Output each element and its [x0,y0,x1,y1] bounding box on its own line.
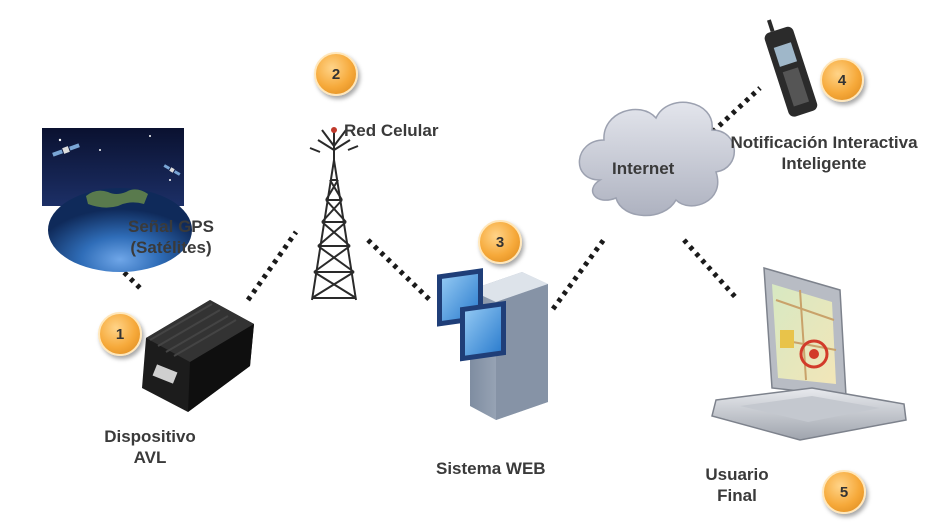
badge-3: 3 [478,220,522,264]
connector-web-internet [550,236,608,311]
connector-tower-web [366,238,434,304]
cloud-icon [578,101,735,217]
server-icon [437,268,548,420]
laptop-icon [711,266,907,441]
badge-1: 1 [98,312,142,356]
badge-4: 4 [820,58,864,102]
notify-label-line2: Inteligente [781,154,867,173]
notify-label-line1: Notificación Interactiva [730,133,918,152]
satellite-earth-image [42,128,192,272]
user-label-line2: Final [717,486,757,505]
cell-label: Red Celular [344,121,439,140]
gps-label: Señal GPS (Satélites) [96,216,246,258]
badge-2: 2 [314,52,358,96]
gps-tracker-device [142,300,254,412]
gps-label-line2: (Satélites) [130,238,212,257]
user-label-line1: Usuario [705,465,769,484]
avl-label: Dispositivo AVL [90,426,210,468]
web-label: Sistema WEB [436,459,546,478]
avl-label-line1: Dispositivo [104,427,196,446]
mobile-phone-icon [764,19,818,117]
notify-label: Notificación Interactiva Inteligente [718,132,930,174]
badge-5: 5 [822,470,866,514]
gps-label-line1: Señal GPS [128,217,214,236]
satellite-icon [52,143,80,157]
cell-tower-icon [309,127,359,301]
user-label: Usuario Final [692,464,782,506]
connector-avl-tower [245,230,299,302]
monitor-icon [460,300,506,362]
internet-label: Internet [612,159,675,178]
connector-internet-laptop [682,238,740,302]
avl-label-line2: AVL [133,448,167,467]
satellite-icon [163,164,181,176]
